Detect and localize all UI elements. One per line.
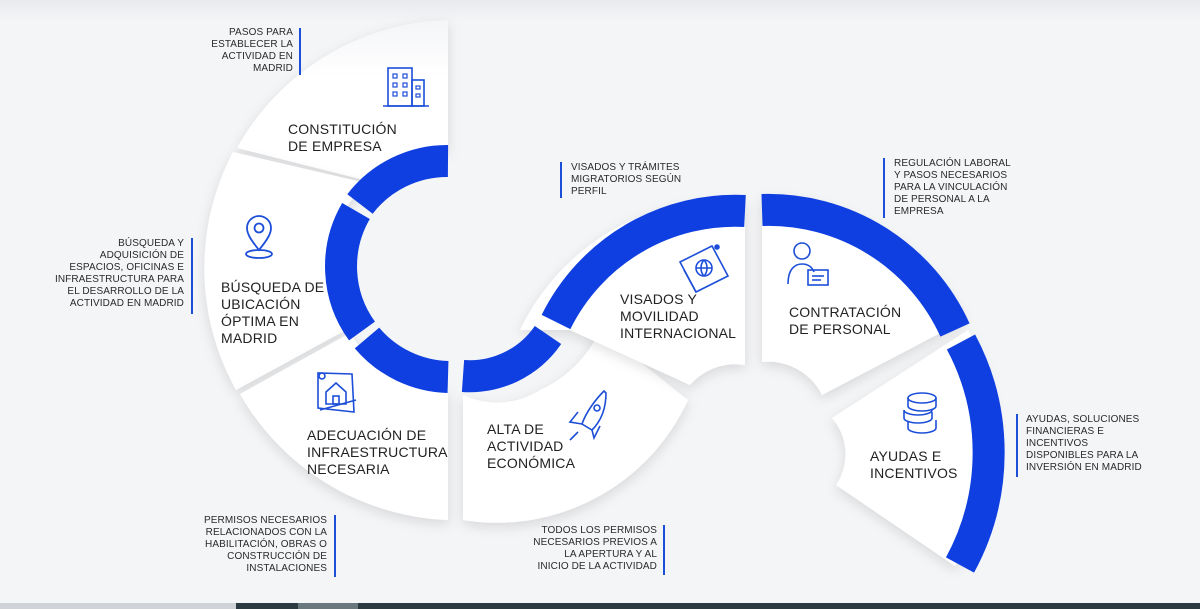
annotation-bar-alta: [663, 525, 665, 575]
title-busqueda: BÚSQUEDA DE UBICACIÓN ÓPTIMA EN MADRID: [221, 279, 325, 346]
annotation-contratacion: REGULACIÓN LABORAL Y PASOS NECESARIOS PA…: [894, 158, 1011, 217]
annotation-bar-contratacion: [883, 158, 885, 218]
annotation-visados: VISADOS Y TRÁMITES MIGRATORIOS SEGÚN PER…: [571, 162, 682, 197]
blue-path: [325, 144, 1005, 573]
passport-icon: [678, 244, 730, 294]
blue-arc-adecuacion: [354, 327, 449, 393]
annotation-busqueda: BÚSQUEDA Y ADQUISICIÓN DE ESPACIOS, OFIC…: [54, 238, 184, 309]
coins-icon: [903, 392, 937, 434]
annotation-bar-adecuacion: [334, 515, 336, 577]
annotation-adecuacion: PERMISOS NECESARIOS RELACIONADOS CON LA …: [203, 515, 327, 574]
segment-alta[interactable]: [463, 330, 688, 523]
title-adecuacion: ADECUACIÓN DE INFRAESTRUCTURA NECESARIA: [307, 427, 448, 477]
title-alta: ALTA DE ACTIVIDAD ECONÓMICA: [487, 421, 576, 471]
segment-visados[interactable]: [520, 199, 745, 385]
annotation-bar-constitucion: [299, 28, 301, 75]
rocket-icon: [568, 389, 607, 441]
title-constitucion: CONSTITUCIÓN DE EMPRESA: [288, 121, 397, 154]
blue-arc-alta: [461, 325, 562, 393]
blue-arc-constitucion: [347, 144, 449, 215]
top-shadow-band: [0, 0, 1200, 22]
title-ayudas: AYUDAS E INCENTIVOS: [870, 448, 958, 481]
annotation-alta: TODOS LOS PERMISOS NECESARIOS PREVIOS A …: [533, 525, 657, 572]
bottom-strip-marker: [298, 603, 358, 609]
bottom-strip: [236, 603, 1200, 609]
segment-busqueda[interactable]: [204, 152, 366, 390]
employee-icon: [787, 242, 829, 286]
blue-arc-visados: [541, 194, 746, 330]
annotation-bar-ayudas: [1016, 414, 1018, 477]
blue-arc-busqueda: [325, 202, 376, 341]
annotation-bar-busqueda: [191, 238, 193, 314]
segment-contratacion[interactable]: [762, 194, 965, 395]
bottom-strip-light: [0, 603, 236, 609]
blue-arc-ayudas: [945, 334, 1005, 573]
title-visados: VISADOS Y MOVILIDAD INTERNACIONAL: [620, 291, 737, 341]
annotation-ayudas: AYUDAS, SOLUCIONES FINANCIERAS E INCENTI…: [1026, 414, 1142, 473]
blueprint-house-icon: [317, 372, 357, 413]
location-pin-icon: [245, 215, 273, 259]
segment-ayudas[interactable]: [832, 330, 996, 566]
title-contratacion: CONTRATACIÓN DE PERSONAL: [789, 304, 902, 337]
annotation-constitucion: PASOS PARA ESTABLECER LA ACTIVIDAD EN MA…: [211, 27, 293, 74]
building-icon: [383, 67, 429, 107]
segment-constitucion[interactable]: [237, 20, 448, 181]
blue-arc-contratacion: [761, 193, 970, 337]
annotation-bar-visados: [560, 162, 562, 198]
